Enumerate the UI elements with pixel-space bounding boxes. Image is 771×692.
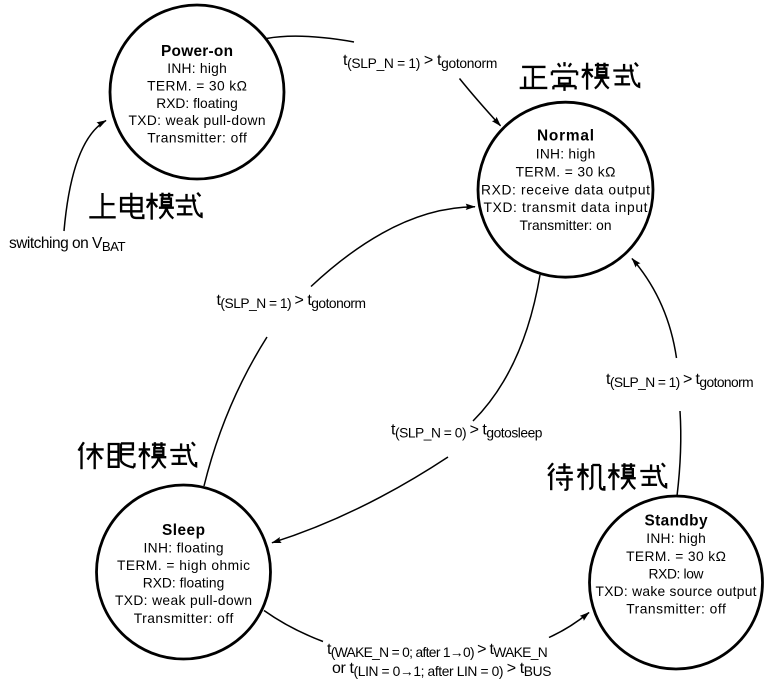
svg-text:RXD: floating: RXD: floating xyxy=(143,576,225,591)
svg-text:t(WAKE_N = 0; after 1→0)​ > tW: t(WAKE_N = 0; after 1→0)​ > tWAKE_N​ xyxy=(327,641,548,660)
svg-text:Normal: Normal xyxy=(537,128,594,145)
svg-text:Transmitter: off: Transmitter: off xyxy=(147,130,247,145)
svg-text:INH: floating: INH: floating xyxy=(144,540,224,555)
svg-text:INH: high: INH: high xyxy=(646,531,706,546)
svg-text:t(SLP_N = 1)​ > tgotonorm​: t(SLP_N = 1)​ > tgotonorm​ xyxy=(217,292,367,311)
svg-text:t(SLP_N = 1)​ > tgotonorm​: t(SLP_N = 1)​ > tgotonorm​ xyxy=(343,52,497,71)
svg-text:RXD: low: RXD: low xyxy=(649,566,704,581)
svg-text:TERM. = high ohmic: TERM. = high ohmic xyxy=(117,558,250,573)
svg-text:TXD: weak pull-down: TXD: weak pull-down xyxy=(129,113,266,128)
svg-text:TXD: wake source output: TXD: wake source output xyxy=(596,584,757,599)
svg-text:INH: high: INH: high xyxy=(536,147,596,162)
svg-text:INH: high: INH: high xyxy=(167,61,227,76)
svg-text:switching on VBAT​: switching on VBAT​ xyxy=(9,235,126,254)
svg-text:TXD: weak pull-down: TXD: weak pull-down xyxy=(115,593,252,608)
svg-text:TERM. = 30 kΩ: TERM. = 30 kΩ xyxy=(516,164,616,179)
svg-text:RXD: floating: RXD: floating xyxy=(156,96,238,111)
svg-text:TERM. = 30 kΩ: TERM. = 30 kΩ xyxy=(147,78,247,93)
svg-text:TERM. = 30 kΩ: TERM. = 30 kΩ xyxy=(626,549,726,564)
svg-text:Standby: Standby xyxy=(645,513,708,530)
svg-text:or t(LIN = 0→1; after LIN = 0): or t(LIN = 0→1; after LIN = 0)​ > tBUS​ xyxy=(332,660,551,679)
svg-text:RXD: receive data output: RXD: receive data output xyxy=(481,182,650,197)
svg-text:Transmitter: on: Transmitter: on xyxy=(520,218,612,233)
svg-text:Transmitter: off: Transmitter: off xyxy=(626,602,726,617)
svg-text:Transmitter: off: Transmitter: off xyxy=(134,611,234,626)
svg-text:t(SLP_N = 1)​ > tgotonorm​: t(SLP_N = 1)​ > tgotonorm​ xyxy=(606,371,754,390)
svg-text:TXD: transmit data input: TXD: transmit data input xyxy=(484,200,648,215)
svg-text:t(SLP_N = 0)​ > tgotosleep​: t(SLP_N = 0)​ > tgotosleep​ xyxy=(391,422,543,441)
svg-text:Power-on: Power-on xyxy=(161,43,233,60)
svg-text:Sleep: Sleep xyxy=(162,522,205,539)
